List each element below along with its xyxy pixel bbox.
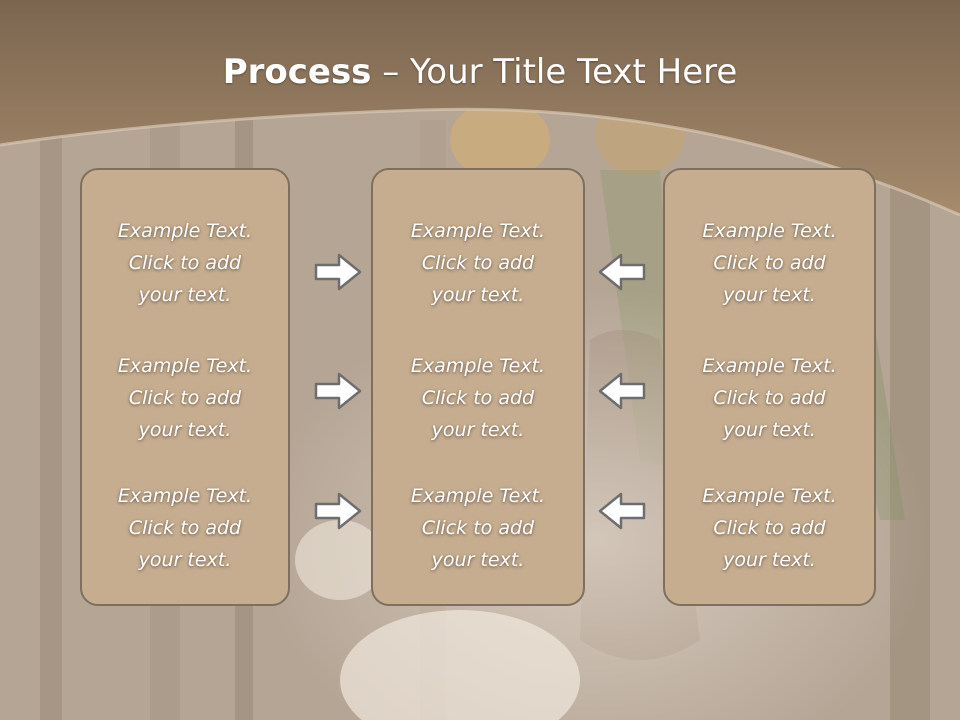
text-line: Example Text. [702, 220, 837, 242]
text-line: Click to add [421, 517, 535, 539]
text-line: your text. [138, 284, 232, 306]
text-line: Click to add [128, 517, 242, 539]
text-line: your text. [138, 419, 232, 441]
text-line: Example Text. [117, 355, 253, 377]
text-line: Click to add [128, 387, 242, 409]
arrow-left-icon[interactable] [597, 371, 647, 411]
text-line: your text. [138, 549, 232, 571]
text-line: your text. [431, 549, 525, 571]
text-block[interactable]: Example Text. Click to add your text. [373, 350, 583, 446]
title-rest: – Your Title Text Here [371, 52, 738, 92]
text-line: your text. [723, 284, 816, 306]
text-line: Click to add [421, 252, 535, 274]
title-bold: Process [222, 52, 372, 92]
text-block[interactable]: Example Text. Click to add your text. [82, 350, 288, 446]
text-block[interactable]: Example Text. Click to add your text. [665, 350, 874, 446]
arrow-left-icon[interactable] [597, 491, 647, 531]
slide-title[interactable]: Process – Your Title Text Here [0, 52, 960, 92]
text-line: Example Text. [702, 355, 837, 377]
text-line: Example Text. [410, 220, 546, 242]
text-line: your text. [431, 419, 525, 441]
arrow-right-icon[interactable] [313, 491, 363, 531]
text-line: Example Text. [117, 485, 253, 507]
process-box-left[interactable]: Example Text. Click to add your text. Ex… [80, 168, 290, 606]
text-block[interactable]: Example Text. Click to add your text. [82, 480, 288, 576]
text-line: your text. [431, 284, 525, 306]
text-line: Click to add [713, 387, 826, 409]
text-block[interactable]: Example Text. Click to add your text. [665, 480, 874, 576]
text-block[interactable]: Example Text. Click to add your text. [373, 480, 583, 576]
text-block[interactable]: Example Text. Click to add your text. [82, 215, 288, 311]
text-line: your text. [723, 549, 816, 571]
text-line: Click to add [713, 517, 826, 539]
text-line: Click to add [421, 387, 535, 409]
text-line: Example Text. [702, 485, 837, 507]
arrow-left-icon[interactable] [597, 252, 647, 292]
text-line: Example Text. [410, 355, 546, 377]
arrow-right-icon[interactable] [313, 371, 363, 411]
text-line: Example Text. [410, 485, 546, 507]
text-line: Click to add [128, 252, 242, 274]
process-box-right[interactable]: Example Text. Click to add your text. Ex… [663, 168, 876, 606]
text-line: Example Text. [117, 220, 253, 242]
process-box-center[interactable]: Example Text. Click to add your text. Ex… [371, 168, 585, 606]
text-block[interactable]: Example Text. Click to add your text. [373, 215, 583, 311]
text-block[interactable]: Example Text. Click to add your text. [665, 215, 874, 311]
arrow-right-icon[interactable] [313, 252, 363, 292]
text-line: Click to add [713, 252, 826, 274]
text-line: your text. [723, 419, 816, 441]
